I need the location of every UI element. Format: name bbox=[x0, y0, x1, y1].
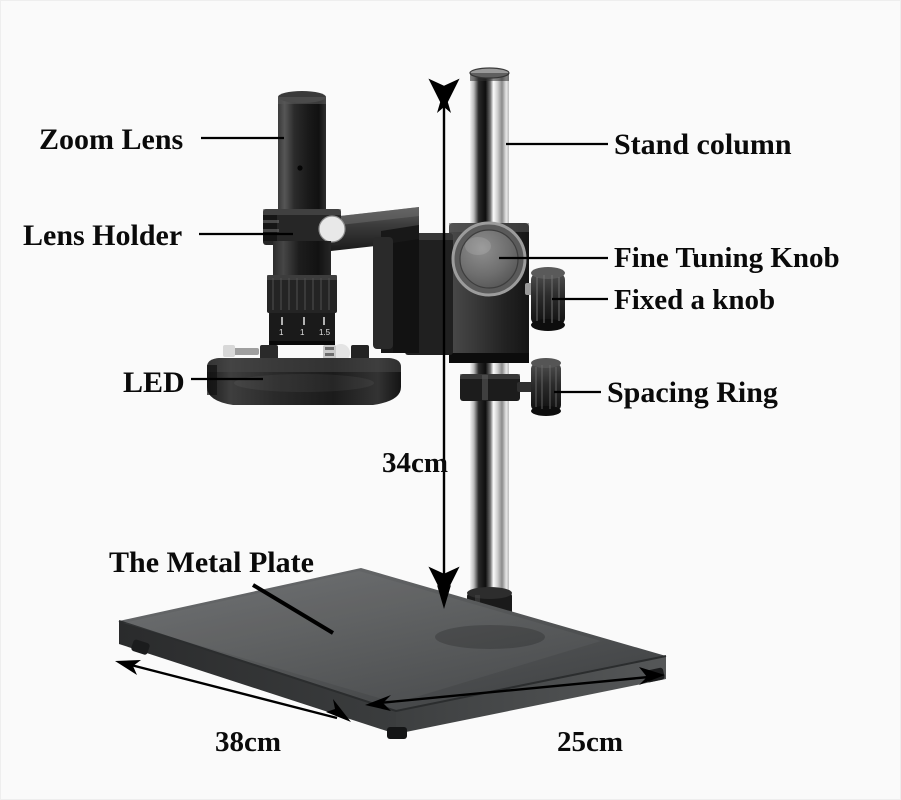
callout-label-spacing-ring: Spacing Ring bbox=[607, 376, 778, 409]
dimension-width-25cm bbox=[365, 667, 665, 711]
spacing-ring-knob bbox=[531, 358, 561, 416]
ring-light-fittings bbox=[223, 344, 369, 362]
magnification-scale: 1 1 1.5 bbox=[269, 313, 335, 345]
dimension-height-34cm bbox=[428, 78, 460, 609]
dimension-label-38cm: 38cm bbox=[215, 726, 282, 758]
lower-lens-tube bbox=[273, 241, 331, 277]
leader-metal-plate bbox=[251, 583, 335, 635]
callout-leader-lines bbox=[191, 136, 608, 635]
led-ring-light bbox=[207, 358, 401, 405]
fixed-knob bbox=[525, 267, 565, 331]
zoom-lens-barrel bbox=[278, 91, 326, 213]
svg-text:1: 1 bbox=[279, 328, 284, 337]
callout-label-lens-holder: Lens Holder bbox=[23, 219, 183, 252]
metal-plate bbox=[118, 568, 667, 739]
dimension-label-34cm: 34cm bbox=[382, 447, 449, 479]
callout-label-stand-column: Stand column bbox=[614, 128, 792, 161]
zoom-knurled-ring bbox=[267, 275, 337, 313]
svg-text:1.5: 1.5 bbox=[319, 328, 331, 337]
support-arm bbox=[331, 207, 419, 353]
svg-text:1: 1 bbox=[300, 328, 305, 337]
dimension-depth-38cm bbox=[115, 660, 351, 722]
spacing-ring bbox=[460, 358, 561, 416]
callout-label-zoom-lens: Zoom Lens bbox=[39, 123, 184, 156]
callout-label-the-metal-plate: The Metal Plate bbox=[109, 546, 314, 579]
callout-label-fixed-a-knob: Fixed a knob bbox=[614, 284, 776, 316]
lens-holder-collar bbox=[263, 209, 346, 245]
dimension-label-25cm: 25cm bbox=[557, 726, 624, 758]
callout-label-fine-tuning-knob: Fine Tuning Knob bbox=[614, 242, 840, 274]
callout-label-led: LED bbox=[123, 366, 185, 399]
